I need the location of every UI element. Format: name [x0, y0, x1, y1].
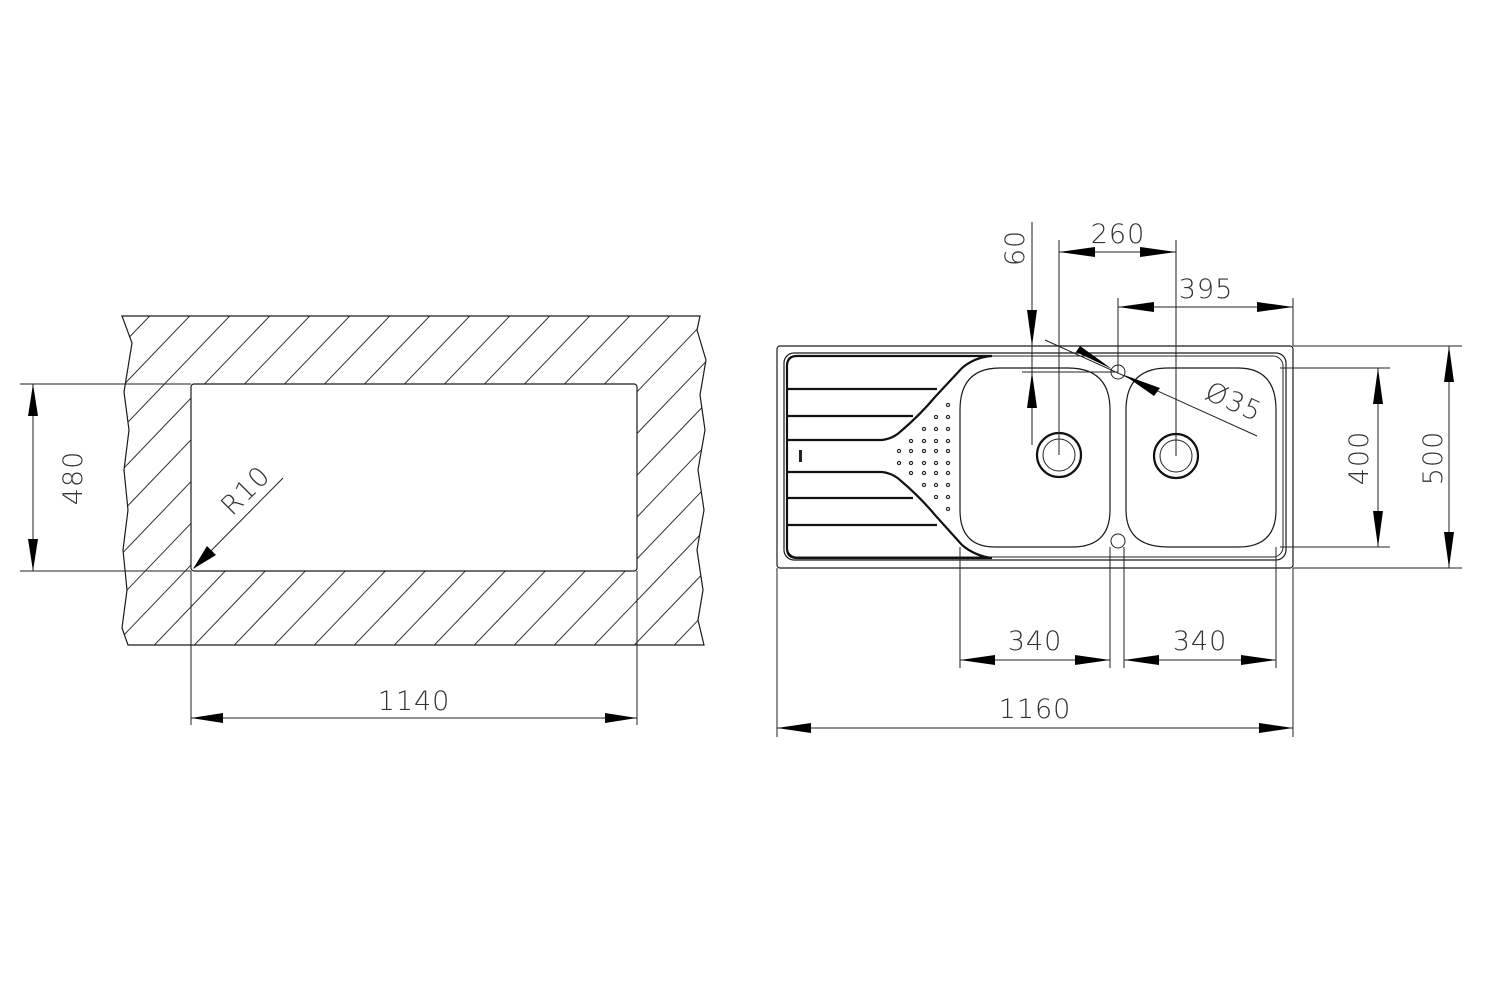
svg-text:260: 260: [1091, 219, 1146, 250]
dimension-60: 60: [1000, 230, 1037, 408]
svg-text:500: 500: [1418, 431, 1449, 486]
dimension-395: 395: [1118, 274, 1293, 312]
right-bowl: [1125, 367, 1277, 548]
dimension-340-left: 340: [960, 626, 1110, 665]
svg-text:1140: 1140: [378, 686, 451, 717]
dimension-500: 500: [1418, 346, 1454, 568]
countertop-hatching: [122, 316, 706, 645]
left-bowl: [959, 367, 1111, 548]
countertop-outline: [121, 315, 707, 646]
countertop-cutout-view: 480 1140 R10: [20, 315, 707, 725]
cutout-opening: [190, 383, 638, 572]
dimension-1140: 1140: [191, 686, 637, 723]
svg-text:60: 60: [1000, 230, 1031, 266]
dimension-1160: 1160: [777, 694, 1293, 733]
svg-text:1160: 1160: [999, 694, 1072, 725]
dimension-480: 480: [28, 384, 89, 571]
svg-text:400: 400: [1344, 431, 1375, 486]
svg-text:395: 395: [1179, 274, 1234, 305]
overflow-hole: [1110, 533, 1126, 549]
dimension-340-right: 340: [1124, 626, 1276, 665]
brand-logo-mark: [799, 450, 802, 462]
svg-text:340: 340: [1008, 626, 1063, 657]
svg-text:480: 480: [58, 451, 89, 506]
sink-outer-rim: [776, 345, 1294, 569]
svg-text:340: 340: [1173, 626, 1228, 657]
dimension-400: 400: [1344, 368, 1383, 547]
dimension-tap-hole-diameter: Ø35: [1044, 339, 1267, 437]
drainboard-perforations: [896, 402, 951, 512]
dimension-260: 260: [1059, 219, 1176, 257]
drainboard: [785, 354, 993, 560]
sink-top-view: 60 260 395 Ø35 400: [776, 219, 1462, 737]
svg-text:Ø35: Ø35: [1200, 376, 1266, 428]
radius-callout: R10: [193, 460, 284, 569]
svg-text:R10: R10: [215, 460, 277, 522]
